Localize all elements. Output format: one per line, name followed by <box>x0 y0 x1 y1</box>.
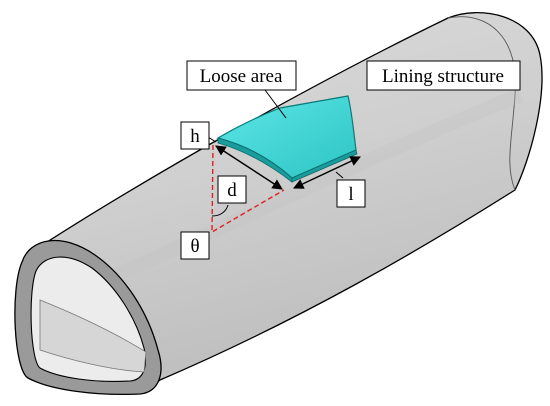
tube-body <box>29 12 543 394</box>
tube-opening <box>14 239 162 395</box>
label-d: d <box>217 175 247 204</box>
label-loose-area: Loose area <box>186 60 297 91</box>
tube-shade-band <box>57 88 523 307</box>
d-dimension-arrow <box>215 145 283 190</box>
label-l-text: l <box>348 184 353 205</box>
label-loose-area-text: Loose area <box>200 66 283 87</box>
tube-inner-floor <box>39 299 147 373</box>
lining-structure-tube <box>29 12 543 394</box>
label-lining-structure-text: Lining structure <box>382 66 504 87</box>
l-dimension-arrow <box>293 156 361 189</box>
l-leader <box>335 171 344 179</box>
theta-arc <box>211 204 229 217</box>
label-theta: θ <box>180 231 210 260</box>
loose-area-leader <box>261 85 287 119</box>
label-theta-text: θ <box>190 236 199 257</box>
label-lining-structure: Lining structure <box>366 60 521 91</box>
label-d-text: d <box>227 180 237 201</box>
label-h-text: h <box>190 126 200 147</box>
label-h: h <box>180 121 210 150</box>
tube-far-rim <box>447 16 516 191</box>
label-l: l <box>336 179 366 208</box>
